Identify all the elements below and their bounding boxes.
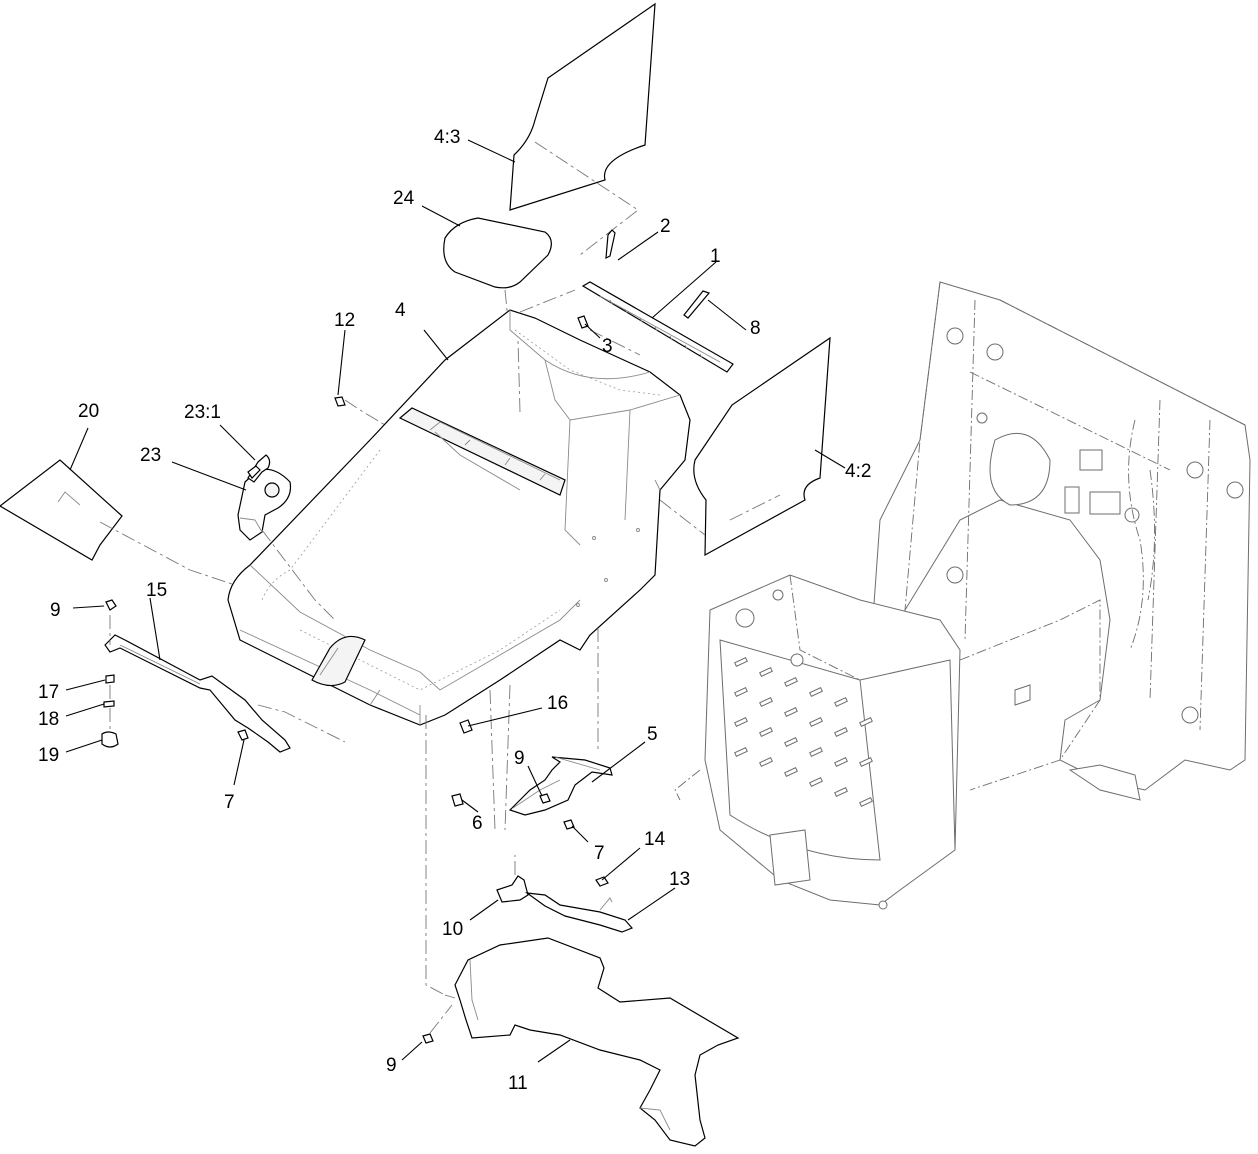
hinge-strip-1 (581, 281, 734, 373)
nut-9-left (105, 599, 117, 611)
callout-2: 2 (660, 216, 671, 237)
callout-20: 20 (78, 401, 99, 422)
screw-8 (683, 290, 711, 319)
washer-18 (103, 700, 115, 708)
bumper-19 (101, 731, 119, 748)
bolt-6 (451, 793, 464, 807)
callout-6: 6 (472, 813, 483, 834)
callout-19: 19 (38, 745, 59, 766)
decal-20 (0, 459, 236, 586)
callout-18: 18 (38, 709, 59, 730)
hood-4 (227, 309, 691, 726)
decal-24 (443, 217, 552, 289)
callout-9-mid: 9 (514, 748, 525, 769)
callout-12: 12 (334, 310, 355, 331)
screw-2 (605, 229, 616, 260)
callout-23-1: 23:1 (184, 402, 221, 423)
callout-4-3: 4:3 (434, 127, 460, 148)
belly-pan-11 (454, 937, 740, 1147)
bolt-16 (459, 719, 473, 734)
latch-23 (237, 468, 336, 621)
callout-5: 5 (647, 724, 658, 745)
callout-16: 16 (547, 693, 568, 714)
callout-labels: 1 2 3 4 4:2 4:3 5 6 7 7 8 9 9 9 10 11 12… (38, 127, 871, 1094)
link-rod-15 (104, 634, 291, 753)
window-panel-4-3 (509, 2, 656, 256)
bracket-10 (496, 875, 529, 903)
nut-7-left (237, 729, 249, 741)
key-23-1 (247, 454, 271, 483)
grille-slots (734, 656, 873, 808)
callout-24: 24 (393, 188, 415, 209)
lever-13 (524, 892, 634, 933)
washer-17 (105, 674, 115, 684)
window-panel-4-2 (659, 336, 831, 557)
spring-14 (595, 876, 609, 887)
bracket-5 (508, 756, 613, 816)
callout-7-left: 7 (224, 792, 235, 813)
callout-4: 4 (395, 300, 406, 321)
leader-lines (65, 139, 846, 1063)
callout-17: 17 (38, 682, 59, 703)
screw-3 (577, 315, 589, 329)
callout-23: 23 (140, 445, 161, 466)
nut-7-mid (563, 819, 575, 830)
callout-14: 14 (644, 829, 666, 850)
callout-8: 8 (750, 318, 761, 339)
callout-9-left: 9 (50, 600, 61, 621)
nut-9-bottom (422, 1033, 434, 1044)
callout-3: 3 (602, 336, 613, 357)
callout-4-2: 4:2 (845, 461, 871, 482)
callout-10: 10 (442, 919, 463, 940)
callout-15: 15 (146, 580, 167, 601)
screw-12 (334, 396, 346, 407)
nut-9-mid (539, 793, 551, 804)
callout-13: 13 (669, 869, 690, 890)
machine-frame (674, 281, 1251, 910)
callout-1: 1 (710, 246, 721, 267)
callout-7-mid: 7 (594, 843, 605, 864)
callout-9-bottom: 9 (386, 1055, 397, 1076)
callout-11: 11 (508, 1073, 528, 1094)
